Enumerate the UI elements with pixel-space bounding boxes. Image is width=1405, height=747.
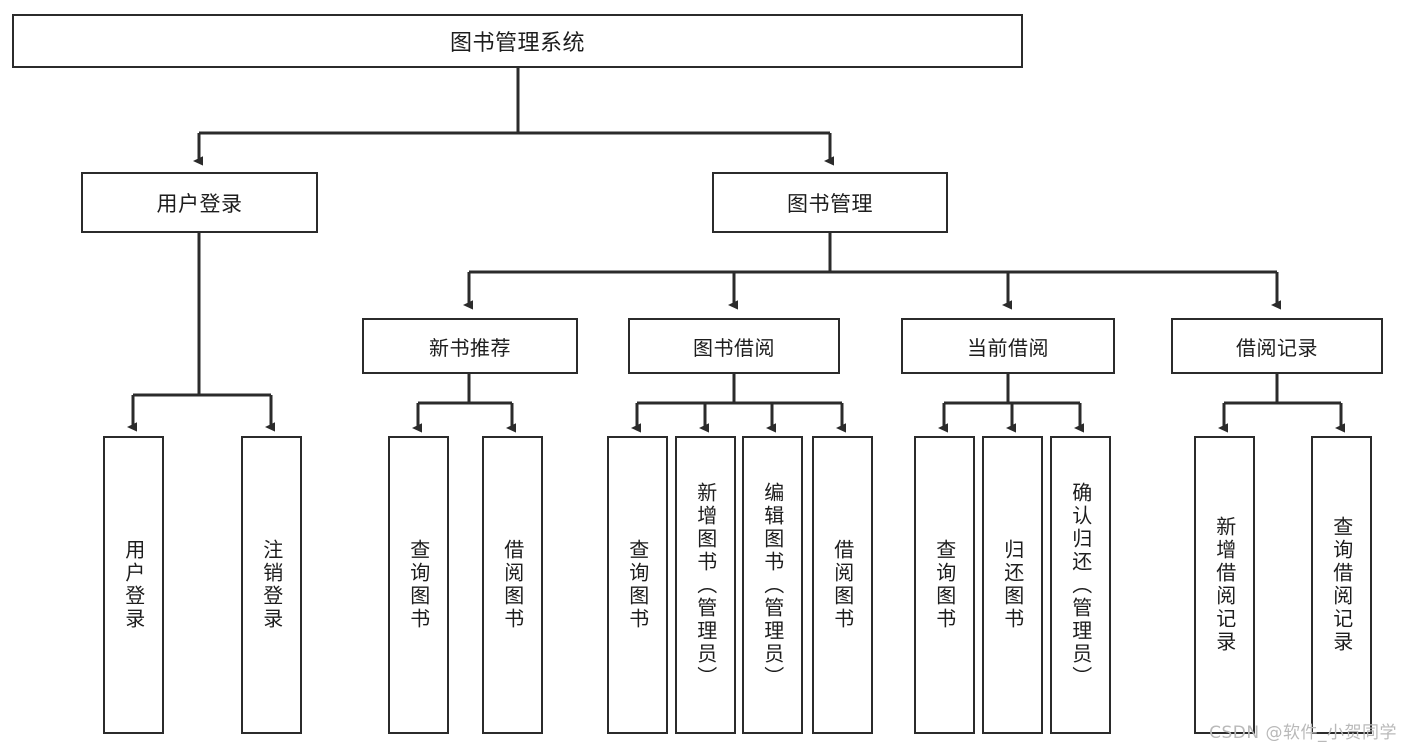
node-leaf-query-borrow-record[interactable]: 查询借阅记录 [1311, 436, 1372, 734]
node-leaf-borrow-book-2-label: 借阅图书 [830, 539, 855, 631]
node-new-book-recommend-label: 新书推荐 [429, 335, 511, 360]
node-leaf-user-login-label: 用户登录 [121, 539, 146, 631]
node-leaf-edit-book[interactable]: 编辑图书（管理员） [742, 436, 803, 734]
node-root[interactable]: 图书管理系统 [12, 14, 1023, 68]
node-current-borrow-label: 当前借阅 [967, 335, 1049, 360]
node-leaf-add-borrow-record[interactable]: 新增借阅记录 [1194, 436, 1255, 734]
node-leaf-borrow-book-2[interactable]: 借阅图书 [812, 436, 873, 734]
node-book-borrow-label: 图书借阅 [693, 335, 775, 360]
node-user-login-label: 用户登录 [156, 191, 243, 216]
node-leaf-confirm-return-label: 确认归还（管理员） [1068, 481, 1093, 689]
node-leaf-query-book-2-label: 查询图书 [625, 539, 650, 631]
node-leaf-confirm-return[interactable]: 确认归还（管理员） [1050, 436, 1111, 734]
node-leaf-query-book-2[interactable]: 查询图书 [607, 436, 668, 734]
node-leaf-borrow-book-1[interactable]: 借阅图书 [482, 436, 543, 734]
node-leaf-return-book-label: 归还图书 [1000, 539, 1025, 631]
node-borrow-record[interactable]: 借阅记录 [1171, 318, 1383, 374]
node-leaf-user-login[interactable]: 用户登录 [103, 436, 164, 734]
node-new-book-recommend[interactable]: 新书推荐 [362, 318, 578, 374]
watermark: CSDN @软件_小贺同学 [1209, 723, 1397, 743]
node-borrow-record-label: 借阅记录 [1236, 335, 1318, 360]
node-leaf-query-book-3-label: 查询图书 [932, 539, 957, 631]
node-book-manage-label: 图书管理 [787, 191, 873, 216]
node-book-manage[interactable]: 图书管理 [712, 172, 948, 233]
node-leaf-add-book[interactable]: 新增图书（管理员） [675, 436, 736, 734]
node-leaf-query-book-1[interactable]: 查询图书 [388, 436, 449, 734]
node-current-borrow[interactable]: 当前借阅 [901, 318, 1115, 374]
node-user-login[interactable]: 用户登录 [81, 172, 318, 233]
node-leaf-return-book[interactable]: 归还图书 [982, 436, 1043, 734]
node-leaf-logout-login-label: 注销登录 [259, 539, 284, 631]
node-book-borrow[interactable]: 图书借阅 [628, 318, 840, 374]
node-leaf-edit-book-label: 编辑图书（管理员） [760, 481, 785, 689]
node-leaf-query-borrow-record-label: 查询借阅记录 [1329, 516, 1354, 654]
node-leaf-query-book-1-label: 查询图书 [406, 539, 431, 631]
node-leaf-query-book-3[interactable]: 查询图书 [914, 436, 975, 734]
node-root-label: 图书管理系统 [449, 31, 585, 56]
node-leaf-add-book-label: 新增图书（管理员） [693, 481, 718, 689]
node-leaf-borrow-book-1-label: 借阅图书 [500, 539, 525, 631]
node-leaf-logout-login[interactable]: 注销登录 [241, 436, 302, 734]
node-leaf-add-borrow-record-label: 新增借阅记录 [1212, 516, 1237, 654]
